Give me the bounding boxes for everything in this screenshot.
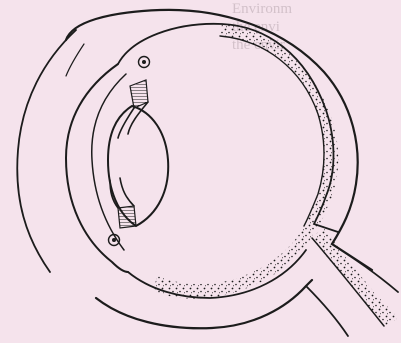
- eyelid-fold: [66, 44, 84, 76]
- optic-nerve-lower: [306, 286, 348, 336]
- iris-lower-2: [120, 178, 134, 206]
- choroid-layer: [152, 24, 338, 299]
- choroid-inner-edge: [220, 36, 324, 226]
- canal-upper-marker: [139, 57, 150, 68]
- optic-nerve-stipple: [312, 226, 398, 326]
- optic-nerve-mid: [312, 238, 384, 326]
- ciliary-body-upper: [130, 80, 148, 108]
- cornea: [66, 64, 128, 272]
